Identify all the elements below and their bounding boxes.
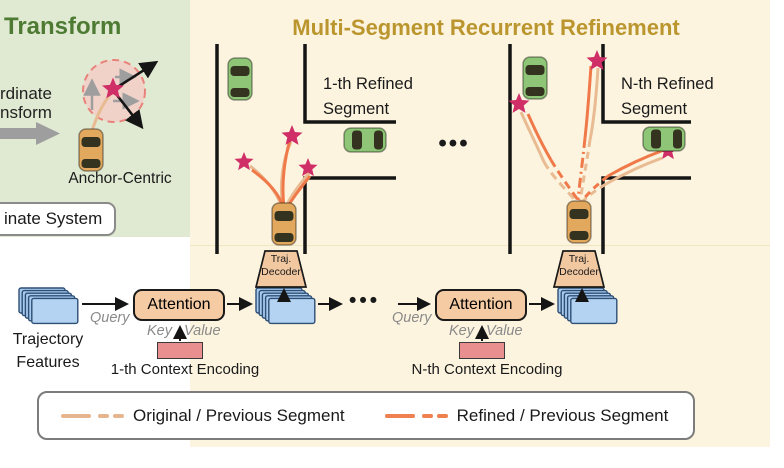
refined-dashed-line-icon	[421, 413, 433, 418]
decoder2-line1: Traj.	[568, 253, 590, 265]
coordinate-system-box: inate System	[0, 202, 116, 236]
context-encoding-label-2: N-th Context Encoding	[411, 361, 563, 378]
feature-stack-icon	[18, 287, 79, 325]
original-dashed-line-icon	[98, 413, 109, 418]
caption-line2: nsform	[0, 103, 52, 122]
query-label-1: Query	[90, 310, 130, 326]
context-encoding-label-1: 1-th Context Encoding	[110, 361, 260, 378]
scene-ellipsis: •••	[438, 130, 470, 157]
query-label-2: Query	[392, 310, 432, 326]
main-title: Multi-Segment Recurrent Refinement	[292, 15, 680, 40]
context-encoding-block-2	[459, 342, 505, 359]
value-label-1: Value	[184, 323, 221, 339]
scene1-label: 1-th Refined Segment	[323, 75, 413, 118]
traj-decoder-label-2: Traj. Decoder	[553, 253, 605, 279]
anchor-centric-label: Anchor-Centric	[68, 170, 172, 187]
refinement-panel	[190, 0, 770, 447]
caption-line1: rdinate	[0, 84, 52, 103]
decoder1-line2: Decoder	[261, 266, 301, 278]
coordinate-transform-caption: rdinate nsform	[0, 84, 52, 122]
value-label-2: Value	[486, 323, 523, 339]
traj-decoder-label-1: Traj. Decoder	[255, 253, 307, 279]
key-label-1: Key	[147, 323, 172, 339]
refined-solid-line-icon	[384, 413, 415, 418]
original-solid-line-icon	[61, 413, 91, 418]
coordinate-system-label: inate System	[4, 209, 103, 228]
decoder2-line2: Decoder	[559, 266, 599, 278]
attention-block-2: Attention	[435, 289, 527, 321]
original-dashed-line-icon	[113, 413, 124, 418]
refined-dashed-line-icon	[436, 413, 448, 418]
legend-refined-label: Refined / Previous Segment	[456, 405, 669, 425]
pipeline-ellipsis: •••	[349, 289, 381, 312]
attention-block-1: Attention	[133, 289, 225, 321]
panel-divider	[190, 245, 770, 246]
legend-box: Original / Previous Segment Refined / Pr…	[37, 391, 695, 440]
context-encoding-block-1	[157, 342, 203, 359]
key-label-2: Key	[449, 323, 474, 339]
transform-panel-title: Transform	[4, 13, 122, 40]
trajectory-features-label: Trajectory Features	[12, 331, 84, 371]
scene2-label: N-th Refined Segment	[621, 75, 714, 118]
legend-original-label: Original / Previous Segment	[133, 405, 345, 425]
decoder1-line1: Traj.	[270, 253, 292, 265]
